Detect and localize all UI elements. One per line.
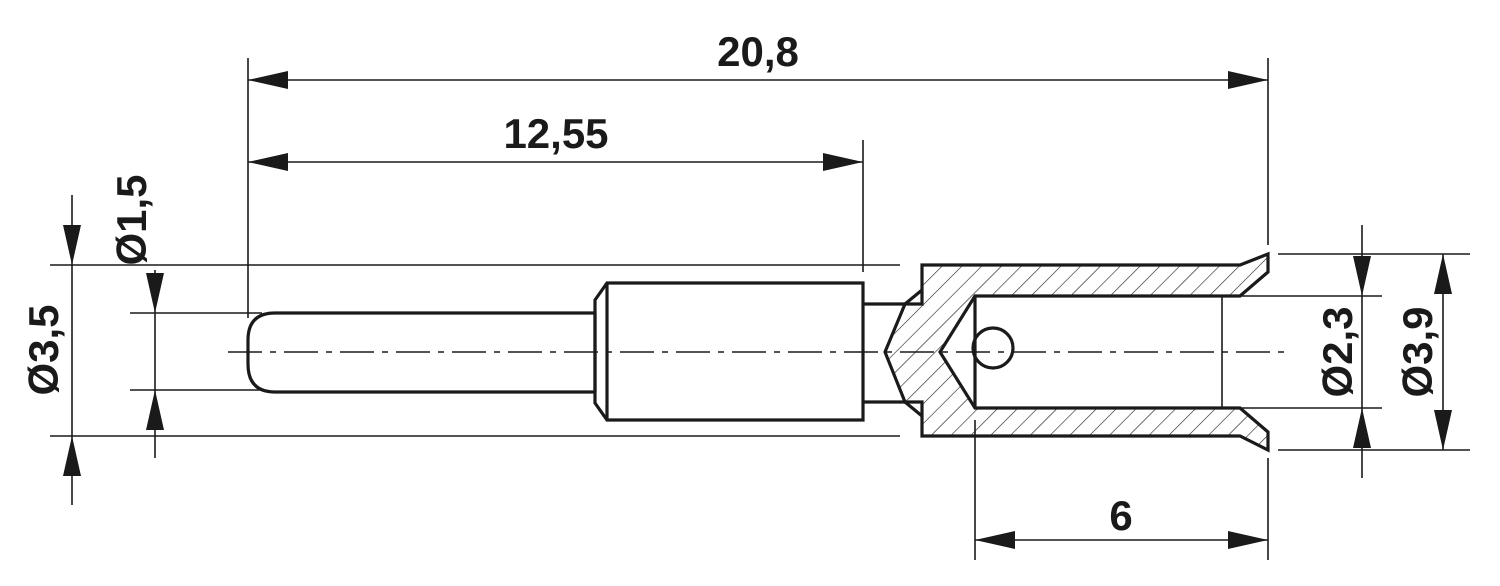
neck	[863, 288, 924, 418]
dimension-pin-length: 12,55	[248, 110, 863, 171]
pin-length-label: 12,55	[503, 110, 608, 157]
dimension-collar-diameter: Ø3,5	[20, 195, 81, 505]
inspection-hole	[971, 326, 1015, 370]
dimension-crimp-length: 6	[975, 492, 1268, 549]
dimension-bore-diameter: Ø2,3	[1314, 225, 1371, 478]
overall-length-label: 20,8	[717, 28, 799, 75]
dimension-overall-length: 20,8	[248, 28, 1268, 89]
dimension-outer-diameter: Ø3,9	[1394, 254, 1452, 450]
crimp-length-label: 6	[1109, 492, 1132, 539]
outer-diameter-label: Ø3,9	[1394, 306, 1441, 397]
pin-collar	[593, 281, 865, 422]
collar-diameter-label: Ø3,5	[20, 304, 67, 395]
bore-diameter-label: Ø2,3	[1314, 306, 1361, 397]
pin-diameter-label: Ø1,5	[108, 174, 155, 265]
dimension-pin-diameter: Ø1,5	[108, 174, 164, 458]
extension-lines	[50, 58, 1470, 560]
